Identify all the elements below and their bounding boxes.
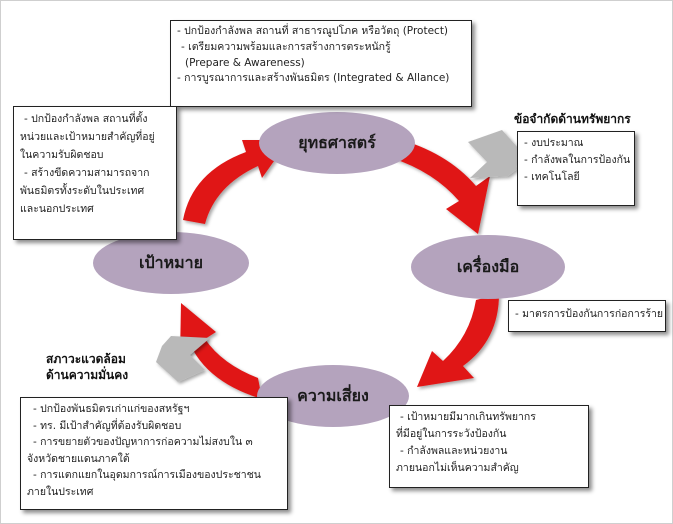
node-strategy: ยุทธศาสตร์ [259, 112, 415, 174]
security-line: - ทร. มีเป้าสำคัญที่ต้องรับผิดชอบ [33, 419, 182, 432]
security-box: - ปกป้องพันธมิตรเก่าแก่ของสหรัฐฯ - ทร. ม… [20, 397, 288, 510]
arrow-goal-to-strategy [183, 140, 289, 224]
security-line: ภายในประเทศ [27, 485, 94, 498]
strategy-line: - ปกป้องกำลังพล สถานที่ สาธารณูปโภค หรือ… [177, 25, 449, 37]
risk-line: ที่มีอยู่ในการระวังป้องกัน [396, 428, 507, 440]
resource-label: ข้อจำกัดด้านทรัพยากร [514, 112, 631, 126]
security-label: สภาวะแวดล้อม ด้านความมั่นคง [46, 351, 128, 383]
resource-input-arrow [468, 130, 520, 178]
security-label-line: สภาวะแวดล้อม [46, 352, 126, 366]
node-goal: เป้าหมาย [93, 232, 249, 294]
arrow-strategy-to-tools [392, 138, 490, 234]
goal-line: และนอกประเทศ [20, 203, 94, 216]
security-input-arrow [156, 336, 210, 382]
risk-line: - เป้าหมายมีมากเกินทรัพยากร [400, 411, 536, 423]
goal-line: - ปกป้องกำลังพล สถานที่ตั้ง [24, 113, 148, 125]
arrow-tools-to-risk [417, 294, 499, 387]
security-line: - ปกป้องพันธมิตรเก่าแก่ของสหรัฐฯ [33, 403, 190, 415]
arrow-risk-to-goal [180, 303, 262, 399]
node-tools: เครื่องมือ [411, 235, 565, 299]
strategy-line: - เตรียมความพร้อมและการสร้างการตระหนักรู… [181, 40, 391, 53]
goal-line: - สร้างขีดความสามารถจาก [24, 167, 150, 180]
tools-line: - มาตรการป้องกันการก่อการร้าย [515, 308, 664, 320]
resource-line: - เทคโนโลยี [524, 171, 580, 183]
tools-box: - มาตรการป้องกันการก่อการร้าย [508, 300, 666, 332]
security-line: จังหวัดชายแดนภาคใต้ [27, 452, 130, 465]
security-label-line: ด้านความมั่นคง [46, 368, 129, 383]
strategy-line: - การบูรณาการและสร้างพันธมิตร (Integrate… [177, 72, 450, 85]
risk-box: - เป้าหมายมีมากเกินทรัพยากร ที่มีอยู่ในก… [389, 405, 589, 488]
goal-line: หน่วยและเป้าหมายสำคัญที่อยู่ [20, 131, 155, 144]
goal-box: - ปกป้องกำลังพล สถานที่ตั้ง หน่วยและเป้า… [13, 106, 177, 240]
goal-line: พันธมิตรทั้งระดับในประเทศ [20, 185, 145, 198]
resource-line: - งบประมาณ [524, 137, 584, 149]
strategy-line: (Prepare & Awareness) [185, 56, 305, 69]
resource-box: - งบประมาณ - กำลังพลในการป้องกัน - เทคโน… [517, 131, 635, 206]
security-line: - การขยายตัวของปัญหาการก่อความไม่สงบใน ๓ [33, 436, 253, 449]
strategy-box: - ปกป้องกำลังพล สถานที่ สาธารณูปโภค หรือ… [170, 20, 472, 107]
security-line: - การแตกแยกในอุดมการณ์การเมืองของประชาชน [33, 469, 261, 482]
goal-line: ในความรับผิดชอบ [20, 149, 104, 162]
risk-line: - กำลังพลและหน่วยงาน [400, 445, 508, 457]
risk-line: ภายนอกไม่เห็นความสำคัญ [396, 462, 519, 474]
resource-line: - กำลังพลในการป้องกัน [524, 154, 631, 166]
